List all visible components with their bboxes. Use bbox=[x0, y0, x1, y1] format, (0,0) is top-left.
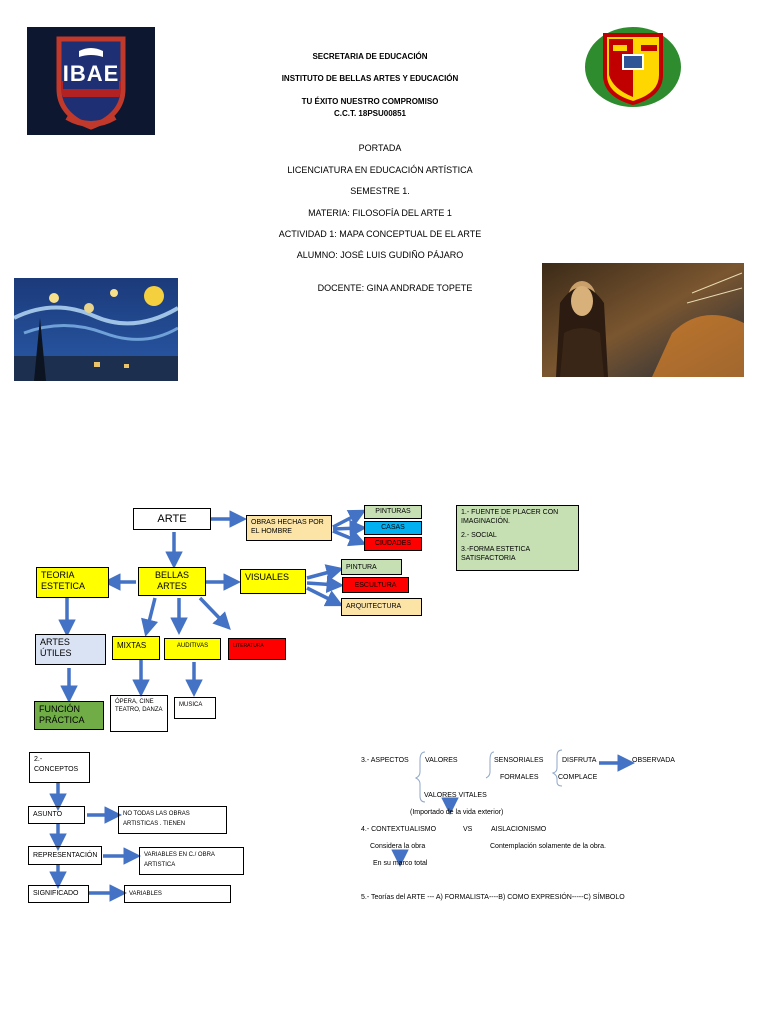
cover-docente: DOCENTE: GINA ANDRADE TOPETE bbox=[317, 283, 473, 293]
contextualismo-label: 4.- CONTEXTUALISMO bbox=[361, 826, 437, 833]
escultura-box: ESCULTURA bbox=[342, 577, 409, 593]
opera-box: ÓPERA, CINE TEATRO, DANZA bbox=[110, 695, 168, 732]
header-line-4: C.C.T. 18PSU00851 bbox=[333, 109, 407, 118]
fin-2: 2.- SOCIAL bbox=[461, 532, 497, 539]
funcion-practica-box: FUNCIÓN PRÁCTICA bbox=[34, 701, 104, 730]
asunto-note-box: NO TODAS LAS OBRAS ARTISTICAS . TIENEN bbox=[118, 806, 227, 834]
significado-box: SIGNIFICADO bbox=[28, 885, 89, 903]
pintura-box: PINTURA bbox=[341, 559, 402, 575]
mixtas-box: MIXTAS bbox=[112, 636, 160, 660]
sensoriales-label: SENSORIALES bbox=[494, 757, 544, 764]
importado-label: (Importado de la vida exterior) bbox=[410, 809, 504, 816]
ibae-logo: IBAE bbox=[27, 27, 155, 135]
significado-note-box: VARIABLES bbox=[124, 885, 231, 903]
casas-box: CASAS bbox=[364, 521, 422, 535]
cover-actividad: ACTIVIDAD 1: MAPA CONCEPTUAL DE EL ARTE bbox=[278, 229, 482, 239]
representacion-box: REPRESENTACIÓN bbox=[28, 846, 102, 865]
bellas-artes-box: BELLAS ARTES bbox=[138, 567, 206, 596]
valores-vitales-label: VALORES VITALES bbox=[424, 792, 487, 799]
teorias-label: 5.- Teorías del ARTE --- A) FORMALISTA--… bbox=[361, 894, 625, 901]
auditivas-box: AUDITIVAS bbox=[164, 638, 221, 660]
conceptos-box: 2.- CONCEPTOS bbox=[29, 752, 90, 783]
obras-box: OBRAS HECHAS POR EL HOMBRE bbox=[246, 515, 332, 541]
starry-night-painting bbox=[13, 278, 180, 381]
header-line-1: SECRETARIA DE EDUCACIÓN bbox=[312, 52, 428, 61]
considera-label: Considera la obra bbox=[370, 843, 426, 850]
fines-box: 1.- FUENTE DE PLACER CON IMAGINACIÓN. 2.… bbox=[456, 505, 579, 571]
artes-utiles-box: ARTES ÚTILES bbox=[35, 634, 106, 665]
crest-logo bbox=[583, 25, 683, 109]
ibae-logo-text: IBAE bbox=[62, 61, 120, 86]
valores-label: VALORES bbox=[425, 757, 458, 764]
cover-alumno: ALUMNO: JOSÉ LUIS GUDIÑO PÁJARO bbox=[296, 250, 464, 260]
cover-semestre: SEMESTRE 1. bbox=[350, 186, 410, 196]
header-line-3: TU ÉXITO NUESTRO COMPROMISO bbox=[301, 97, 439, 106]
teoria-box: TEORIA ESTETICA bbox=[36, 567, 109, 598]
representacion-note-box: VARIABLES EN C./ OBRA ARTISTICA bbox=[139, 847, 244, 875]
complace-label: COMPLACE bbox=[558, 774, 598, 781]
fin-3: 3.-FORMA ESTETICA SATISFACTORIA bbox=[461, 546, 530, 562]
cover-materia: MATERIA: FILOSOFÍA DEL ARTE 1 bbox=[308, 208, 452, 218]
visuales-box: VISUALES bbox=[240, 569, 306, 594]
arquitectura-box: ARQUITECTURA bbox=[341, 598, 422, 616]
arte-box: ARTE bbox=[133, 508, 211, 530]
asunto-box: ASUNTO bbox=[28, 806, 85, 824]
cover-portada: PORTADA bbox=[358, 143, 402, 153]
fin-1: 1.- FUENTE DE PLACER CON IMAGINACIÓN. bbox=[461, 509, 559, 525]
marco-label: En su marco total bbox=[373, 860, 428, 867]
contemplacion-label: Contemplación solamente de la obra. bbox=[490, 843, 606, 850]
cover-licenciatura: LICENCIATURA EN EDUCACIÓN ARTÍSTICA bbox=[287, 165, 473, 175]
literatura-box: LITERATURA bbox=[228, 638, 286, 660]
pinturas-box: PINTURAS bbox=[364, 505, 422, 519]
header-line-2: INSTITUTO DE BELLAS ARTES Y EDUCACIÓN bbox=[281, 74, 459, 83]
ciudades-box: CIUDADES bbox=[364, 537, 422, 551]
formales-label: FORMALES bbox=[500, 774, 539, 781]
aislacionismo-label: AISLACIONISMO bbox=[491, 826, 547, 833]
musica-box: MUSICA bbox=[174, 697, 216, 719]
observada-label: OBSERVADA bbox=[632, 757, 675, 764]
disfruta-label: DISFRUTA bbox=[562, 757, 597, 764]
mona-lisa-painting bbox=[542, 263, 744, 377]
aspectos-label: 3.- ASPECTOS bbox=[361, 757, 409, 764]
vs-label: VS bbox=[463, 826, 473, 833]
